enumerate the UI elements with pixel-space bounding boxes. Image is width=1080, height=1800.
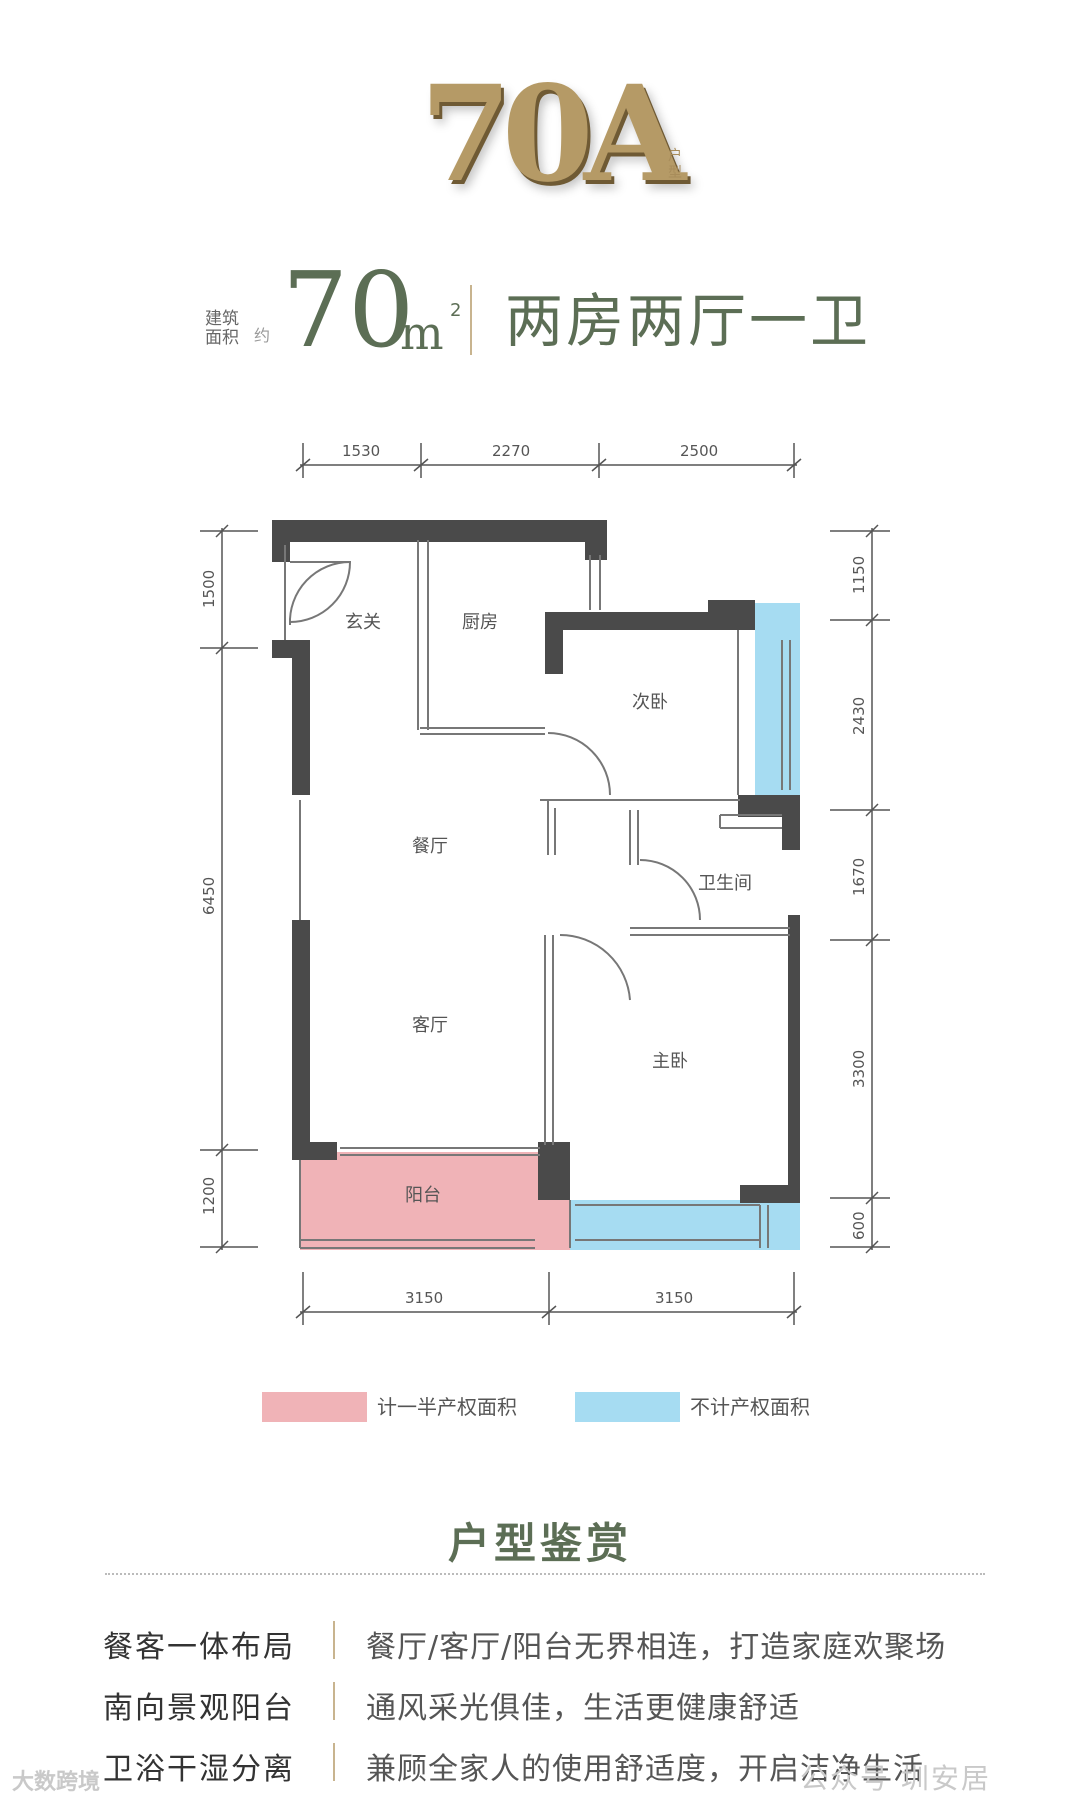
wall-left-lower — [292, 920, 310, 1145]
feature-key-2: 南向景观阳台 — [103, 1691, 295, 1726]
floor-plan: 玄关 厨房 次卧 餐厅 卫生间 客厅 主卧 阳台 1530 2270 2500 … — [200, 442, 890, 1325]
door-swings — [288, 560, 701, 1001]
wall-top — [272, 520, 607, 542]
dim-right-5: 600 — [850, 1211, 868, 1240]
room-label-second-bedroom: 次卧 — [632, 692, 668, 713]
room-label-master-bedroom: 主卧 — [652, 1051, 688, 1072]
dim-bottom-2: 3150 — [655, 1289, 693, 1307]
dim-left-1: 1500 — [200, 570, 218, 608]
room-label-living: 客厅 — [412, 1015, 448, 1036]
watermark-left: 大数跨境 — [12, 1770, 101, 1795]
layout-type: 两房两厅一卫 — [505, 287, 872, 355]
wall-se-corner — [740, 1185, 800, 1203]
wall-bedroom-left — [545, 612, 563, 674]
title-divider — [470, 285, 472, 355]
room-label-balcony: 阳台 — [405, 1185, 441, 1206]
feature-value-1: 餐厅/客厅/阳台无界相连，打造家庭欢聚场 — [366, 1630, 947, 1665]
feature-divider-3 — [333, 1743, 335, 1781]
section-title: 户型鉴赏 — [447, 1519, 632, 1568]
room-label-foyer: 玄关 — [345, 612, 381, 633]
area-value: 70 — [282, 249, 415, 371]
legend-swatch-no-area — [575, 1392, 680, 1422]
balcony-half-area — [300, 1152, 570, 1250]
wall-top-right-stub — [585, 520, 607, 560]
dim-top-1: 1530 — [342, 442, 380, 460]
wall-balcony-post — [538, 1142, 570, 1200]
dim-right-1: 1150 — [850, 556, 868, 594]
area-label: 建筑面积 — [205, 309, 239, 348]
wall-ne-corner — [708, 600, 755, 630]
area-unit-superscript: 2 — [450, 300, 462, 321]
feature-value-2: 通风采光俱佳，生活更健康舒适 — [366, 1691, 800, 1726]
east-bay-window-no-area — [755, 603, 800, 795]
room-label-dining: 餐厅 — [412, 836, 448, 857]
feature-divider-2 — [333, 1682, 335, 1720]
section-divider — [105, 1573, 985, 1575]
south-bay-window-no-area — [570, 1200, 800, 1250]
area-about: 约 — [254, 326, 271, 345]
area-unit: m — [400, 306, 444, 360]
feature-divider-1 — [333, 1621, 335, 1659]
dim-right-2: 2430 — [850, 697, 868, 735]
room-label-bathroom: 卫生间 — [698, 873, 752, 894]
dim-top-2: 2270 — [492, 442, 530, 460]
dim-bottom-1: 3150 — [405, 1289, 443, 1307]
watermark-right: 公众号 圳安居 — [800, 1762, 991, 1795]
dim-left-2: 6450 — [200, 877, 218, 915]
wall-east-stub — [782, 795, 800, 850]
wall-left-upper — [272, 520, 290, 562]
dim-top-3: 2500 — [680, 442, 718, 460]
legend-label-half-area: 计一半产权面积 — [377, 1395, 517, 1419]
room-label-kitchen: 厨房 — [462, 612, 498, 633]
unit-suffix: 户型 — [668, 148, 682, 181]
legend-swatch-half-area — [262, 1392, 367, 1422]
unit-code: 70A — [420, 57, 686, 212]
wall-bottom-left — [292, 1142, 337, 1160]
legend-label-no-area: 不计产权面积 — [690, 1395, 810, 1419]
walls — [272, 520, 800, 1203]
dim-right-3: 1670 — [850, 858, 868, 896]
dim-left-3: 1200 — [200, 1177, 218, 1215]
partitions — [284, 540, 791, 1249]
wall-bedroom-top — [545, 612, 755, 630]
feature-value-3: 兼顾全家人的使用舒适度，开启洁净生活 — [366, 1752, 924, 1787]
wall-east-lower — [788, 915, 800, 1200]
feature-key-1: 餐客一体布局 — [103, 1630, 295, 1665]
dim-right-4: 3300 — [850, 1050, 868, 1088]
wall-left-mid — [292, 640, 310, 795]
feature-key-3: 卫浴干湿分离 — [103, 1752, 295, 1787]
dimension-lines — [200, 443, 890, 1325]
